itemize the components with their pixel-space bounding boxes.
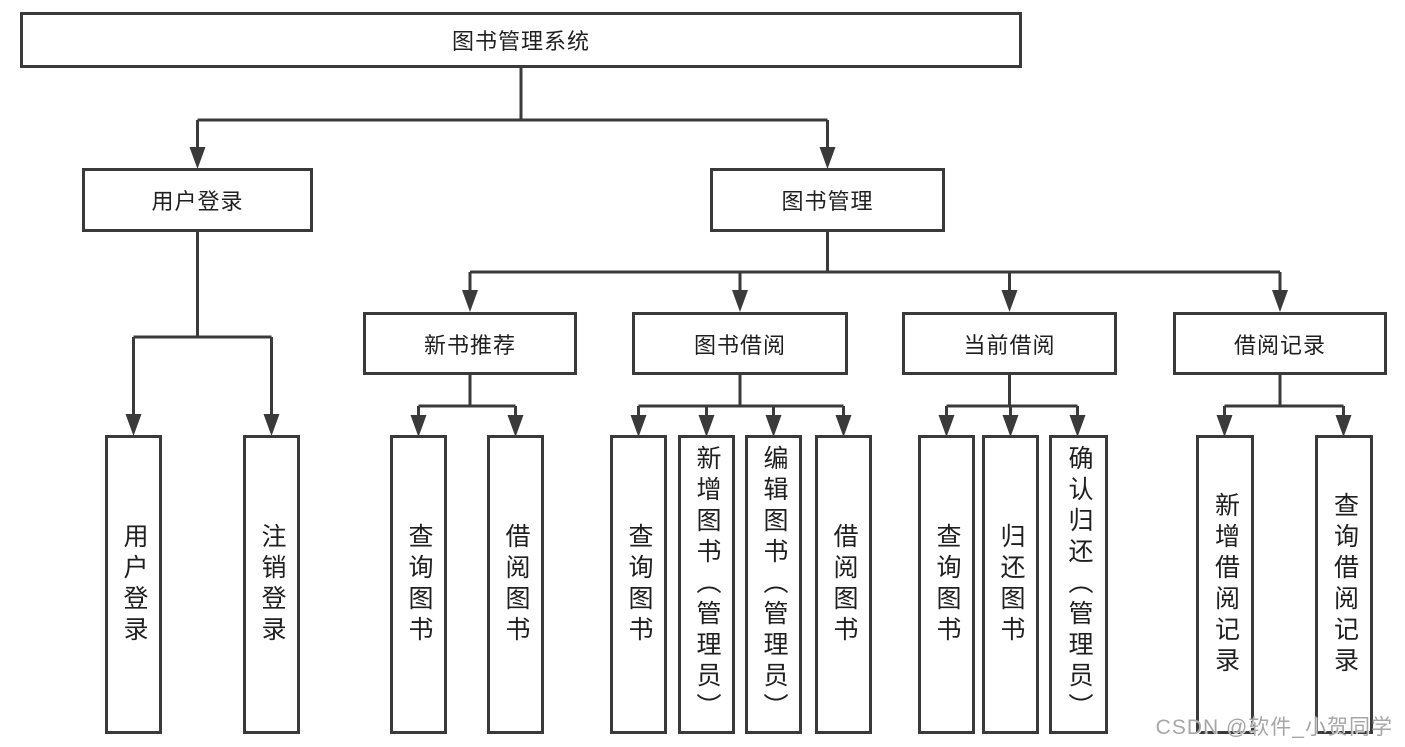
node-new-book-recommendation: 新书推荐 (363, 312, 577, 375)
connector-user-login-to-leaves (125, 232, 280, 436)
leaf-borrow-books-recommend: 借阅图书 (487, 435, 544, 734)
leaf-edit-book-admin: 编辑图书（管理员） (745, 435, 802, 734)
connector-current-borrowing-to-leaves (938, 375, 1086, 437)
connector-book-management-to-level3 (462, 232, 1288, 312)
connector-borrowing-records-to-leaves (1216, 375, 1352, 437)
watermark: CSDN @软件_小贺同学 (1155, 716, 1393, 739)
node-book-management: 图书管理 (710, 168, 945, 232)
leaf-borrow-books-borrowing: 借阅图书 (815, 435, 872, 734)
connector-root-to-level2 (189, 68, 836, 169)
node-current-borrowing: 当前借阅 (902, 312, 1117, 375)
leaf-query-books-current: 查询图书 (918, 435, 975, 734)
leaf-query-books-recommend: 查询图书 (390, 435, 447, 734)
leaf-user-login: 用户登录 (105, 435, 162, 734)
connector-new-book-recommendation-to-leaves (410, 375, 524, 437)
connector-book-borrowing-to-leaves (630, 375, 852, 437)
leaf-query-books-borrowing: 查询图书 (610, 435, 667, 734)
node-user-login: 用户登录 (82, 168, 313, 232)
leaf-add-book-admin: 新增图书（管理员） (678, 435, 735, 734)
node-borrowing-records: 借阅记录 (1173, 312, 1387, 375)
leaf-return-books: 归还图书 (982, 435, 1039, 734)
leaf-query-borrow-record: 查询借阅记录 (1315, 435, 1373, 734)
node-library-management-system: 图书管理系统 (20, 12, 1022, 68)
leaf-add-borrow-record: 新增借阅记录 (1196, 435, 1254, 734)
node-book-borrowing: 图书借阅 (632, 312, 848, 375)
leaf-logout: 注销登录 (243, 435, 300, 734)
leaf-confirm-return-admin: 确认归还（管理员） (1049, 435, 1108, 734)
